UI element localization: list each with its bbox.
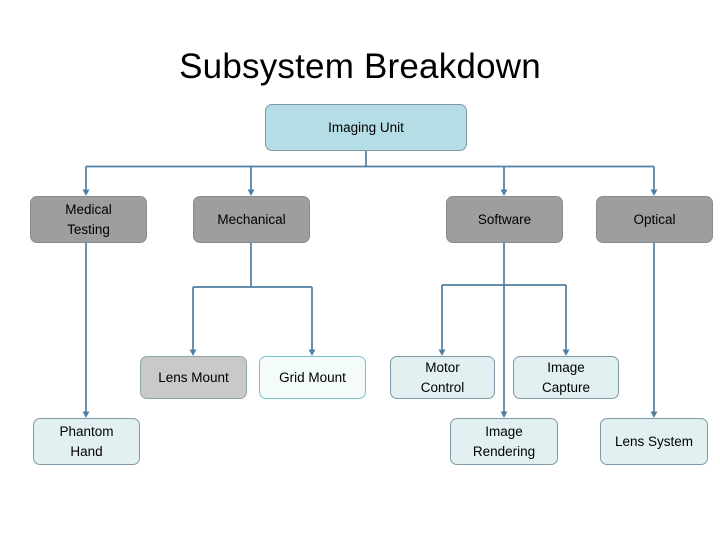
- node-label-line: Capture: [541, 379, 591, 395]
- node-mechanical[interactable]: Mechanical: [193, 196, 310, 243]
- node-label-line: Lens System: [614, 433, 694, 449]
- node-label-line: Imaging Unit: [328, 119, 404, 135]
- node-label-line: Hand: [70, 443, 103, 459]
- node-label-line: Image: [485, 423, 523, 439]
- node-software[interactable]: Software: [446, 196, 563, 243]
- node-medical-testing[interactable]: Medical Testing: [30, 196, 147, 243]
- node-label-line: Rendering: [472, 443, 536, 459]
- node-motor-control[interactable]: Motor Control: [390, 356, 495, 399]
- node-label-line: Optical: [633, 211, 676, 227]
- node-label-line: Grid Mount: [279, 369, 346, 385]
- node-label-line: Control: [420, 379, 465, 395]
- page-title: Subsystem Breakdown: [179, 47, 541, 86]
- node-image-capture[interactable]: Image Capture: [513, 356, 619, 399]
- node-image-rendering[interactable]: Image Rendering: [450, 418, 558, 465]
- node-lens-system[interactable]: Lens System: [600, 418, 708, 465]
- node-imaging-unit[interactable]: Imaging Unit: [265, 104, 467, 151]
- node-lens-mount[interactable]: Lens Mount: [140, 356, 247, 399]
- node-label-line: Testing: [67, 221, 110, 237]
- node-label-line: Motor: [425, 359, 460, 375]
- node-label-line: Lens Mount: [158, 369, 229, 385]
- node-label-line: Phantom: [59, 423, 114, 439]
- node-grid-mount[interactable]: Grid Mount: [259, 356, 366, 399]
- node-label-line: Software: [477, 211, 532, 227]
- node-label-line: Mechanical: [217, 211, 286, 227]
- node-label-line: Medical: [65, 201, 112, 217]
- node-optical[interactable]: Optical: [596, 196, 713, 243]
- node-label-line: Image: [547, 359, 585, 375]
- node-phantom-hand[interactable]: Phantom Hand: [33, 418, 140, 465]
